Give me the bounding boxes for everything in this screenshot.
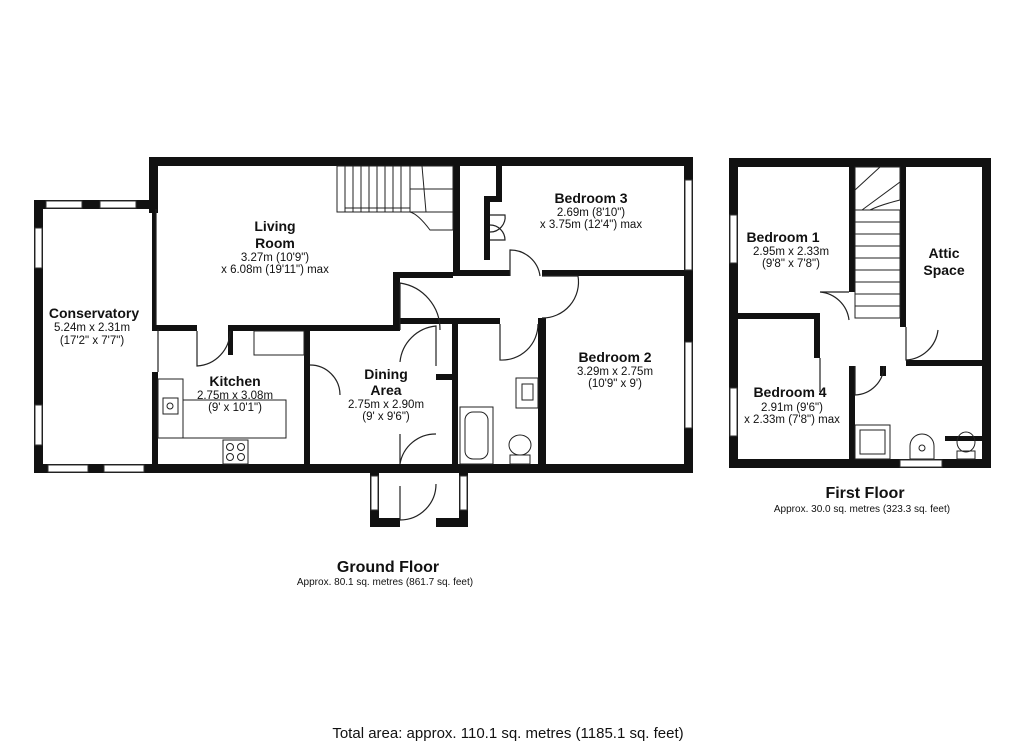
staircase [854,166,901,319]
conservatory-dimensions: 5.24m x 2.31m [54,322,130,334]
attic-space-name: Attic [928,245,959,261]
attic-space-name: Space [923,262,964,278]
window [370,475,379,511]
wall [152,325,197,331]
wall [729,158,991,167]
bedroom-1-dimensions: 2.95m x 2.33m [753,246,829,258]
wall [370,518,400,527]
dining-area-name: Area [370,382,401,398]
kitchen-name: Kitchen [209,373,260,389]
bedroom-3-dimensions: x 3.75m (12'4") max [540,219,642,231]
bathroom-fittings [854,424,976,460]
wall [496,166,502,202]
wall [538,318,546,473]
wall [228,325,233,355]
total-area: Total area: approx. 110.1 sq. metres (11… [332,725,683,742]
bedroom-3-name: Bedroom 3 [554,190,627,206]
wall [152,209,156,329]
wall [149,157,693,166]
living-room-name: Room [255,235,295,251]
bedroom-4-name: Bedroom 4 [753,384,826,400]
living-room-name: Living [254,218,295,234]
wall [149,157,158,213]
ground-floor-title: Ground Floor [337,559,439,576]
wall [453,166,460,276]
wall [393,272,400,330]
wall [393,272,453,278]
wall [729,459,991,468]
wall [542,270,684,276]
bathroom-fittings [459,377,539,465]
wall [484,196,502,202]
dining-area-name: Dining [364,366,408,382]
window [684,341,693,429]
window [34,227,43,269]
wall [34,200,158,209]
bedroom-2-dimensions: 3.29m x 2.75m [577,366,653,378]
window [103,464,145,473]
bedroom-4-dimensions: x 2.33m (7'8") max [744,414,840,426]
kitchen-dimensions: (9' x 10'1") [208,402,262,414]
bedroom-2-dimensions: (10'9" x 9') [588,378,642,390]
wall [304,325,310,473]
window [899,459,943,468]
wall [484,196,490,260]
living-room-dimensions: 3.27m (10'9") [241,252,309,264]
window [729,214,738,264]
dining-area-dimensions: 2.75m x 2.90m [348,399,424,411]
window [99,200,137,209]
wall [849,167,855,292]
ground-floor-plan: Living Room 3.27m (10'9") x 6.08m (19'11… [34,157,693,588]
wall [452,318,458,473]
bedroom-1-name: Bedroom 1 [746,229,819,245]
wall [814,313,820,358]
wall [370,464,468,473]
wall [684,157,693,473]
wall [453,270,510,276]
door-swings [819,291,939,396]
ground-floor-area: Approx. 80.1 sq. metres (861.7 sq. feet) [297,577,473,588]
window [459,475,468,511]
conservatory-dimensions: (17'2" x 7'7") [60,335,125,347]
wall [452,318,500,324]
kitchen-fittings [157,330,305,465]
window [684,179,693,271]
wall [900,167,906,327]
bedroom-4-dimensions: 2.91m (9'6") [761,402,823,414]
bedroom-3-dimensions: 2.69m (8'10") [557,207,625,219]
wall [400,318,455,324]
first-floor-title: First Floor [825,485,904,502]
living-room-dimensions: x 6.08m (19'11") max [221,264,329,276]
wall [729,158,738,468]
kitchen-dimensions: 2.75m x 3.08m [197,390,273,402]
window [729,387,738,437]
wall [34,464,693,473]
wall [34,200,43,473]
wall [230,325,400,331]
first-floor-area: Approx. 30.0 sq. metres (323.3 sq. feet) [774,504,950,515]
bedroom-2-name: Bedroom 2 [578,349,651,365]
bedroom-1-dimensions: (9'8" x 7'8") [762,258,820,270]
wall [849,366,855,459]
wall [982,158,991,468]
wall [906,360,982,366]
wall [436,518,468,527]
conservatory-name: Conservatory [49,305,139,321]
first-floor-plan: Bedroom 1 2.95m x 2.33m (9'8" x 7'8") At… [729,158,991,515]
wall [945,436,982,441]
window [34,404,43,446]
wall [436,374,458,380]
door-swings [157,214,580,521]
staircase [336,165,454,231]
wall [738,313,820,319]
dining-area-dimensions: (9' x 9'6") [362,411,410,423]
window [45,200,83,209]
wall [152,372,158,468]
window [47,464,89,473]
